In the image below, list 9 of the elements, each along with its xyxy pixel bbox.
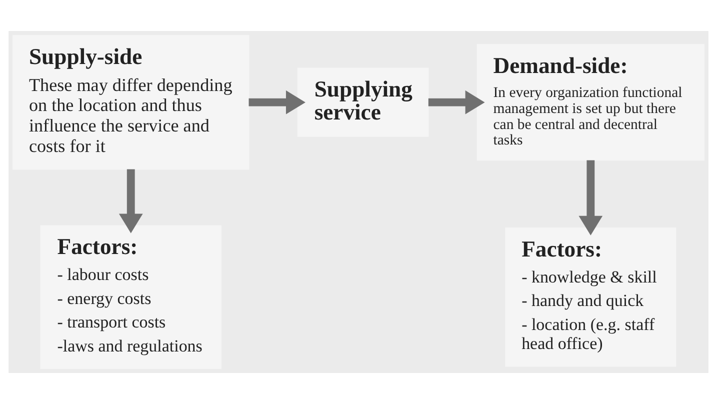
arrow bbox=[428, 90, 485, 114]
arrow bbox=[578, 160, 603, 235]
node-box: Factors: - knowledge & skill - handy and quick - location (e.g. staff head office) bbox=[505, 226, 676, 366]
node-box: Factors: - labour costs - energy costs - transport costs -laws and regulations bbox=[40, 224, 222, 369]
node-box: Supplying service bbox=[297, 67, 429, 136]
node-box: Supply-side These may differ depending on the location and thus influence the service and costs for it bbox=[12, 34, 250, 170]
node-box: Demand-side: In every organization functional management is set up but there can be central and decentral tasks bbox=[476, 44, 704, 160]
arrow bbox=[248, 90, 306, 114]
arrow bbox=[118, 168, 143, 233]
